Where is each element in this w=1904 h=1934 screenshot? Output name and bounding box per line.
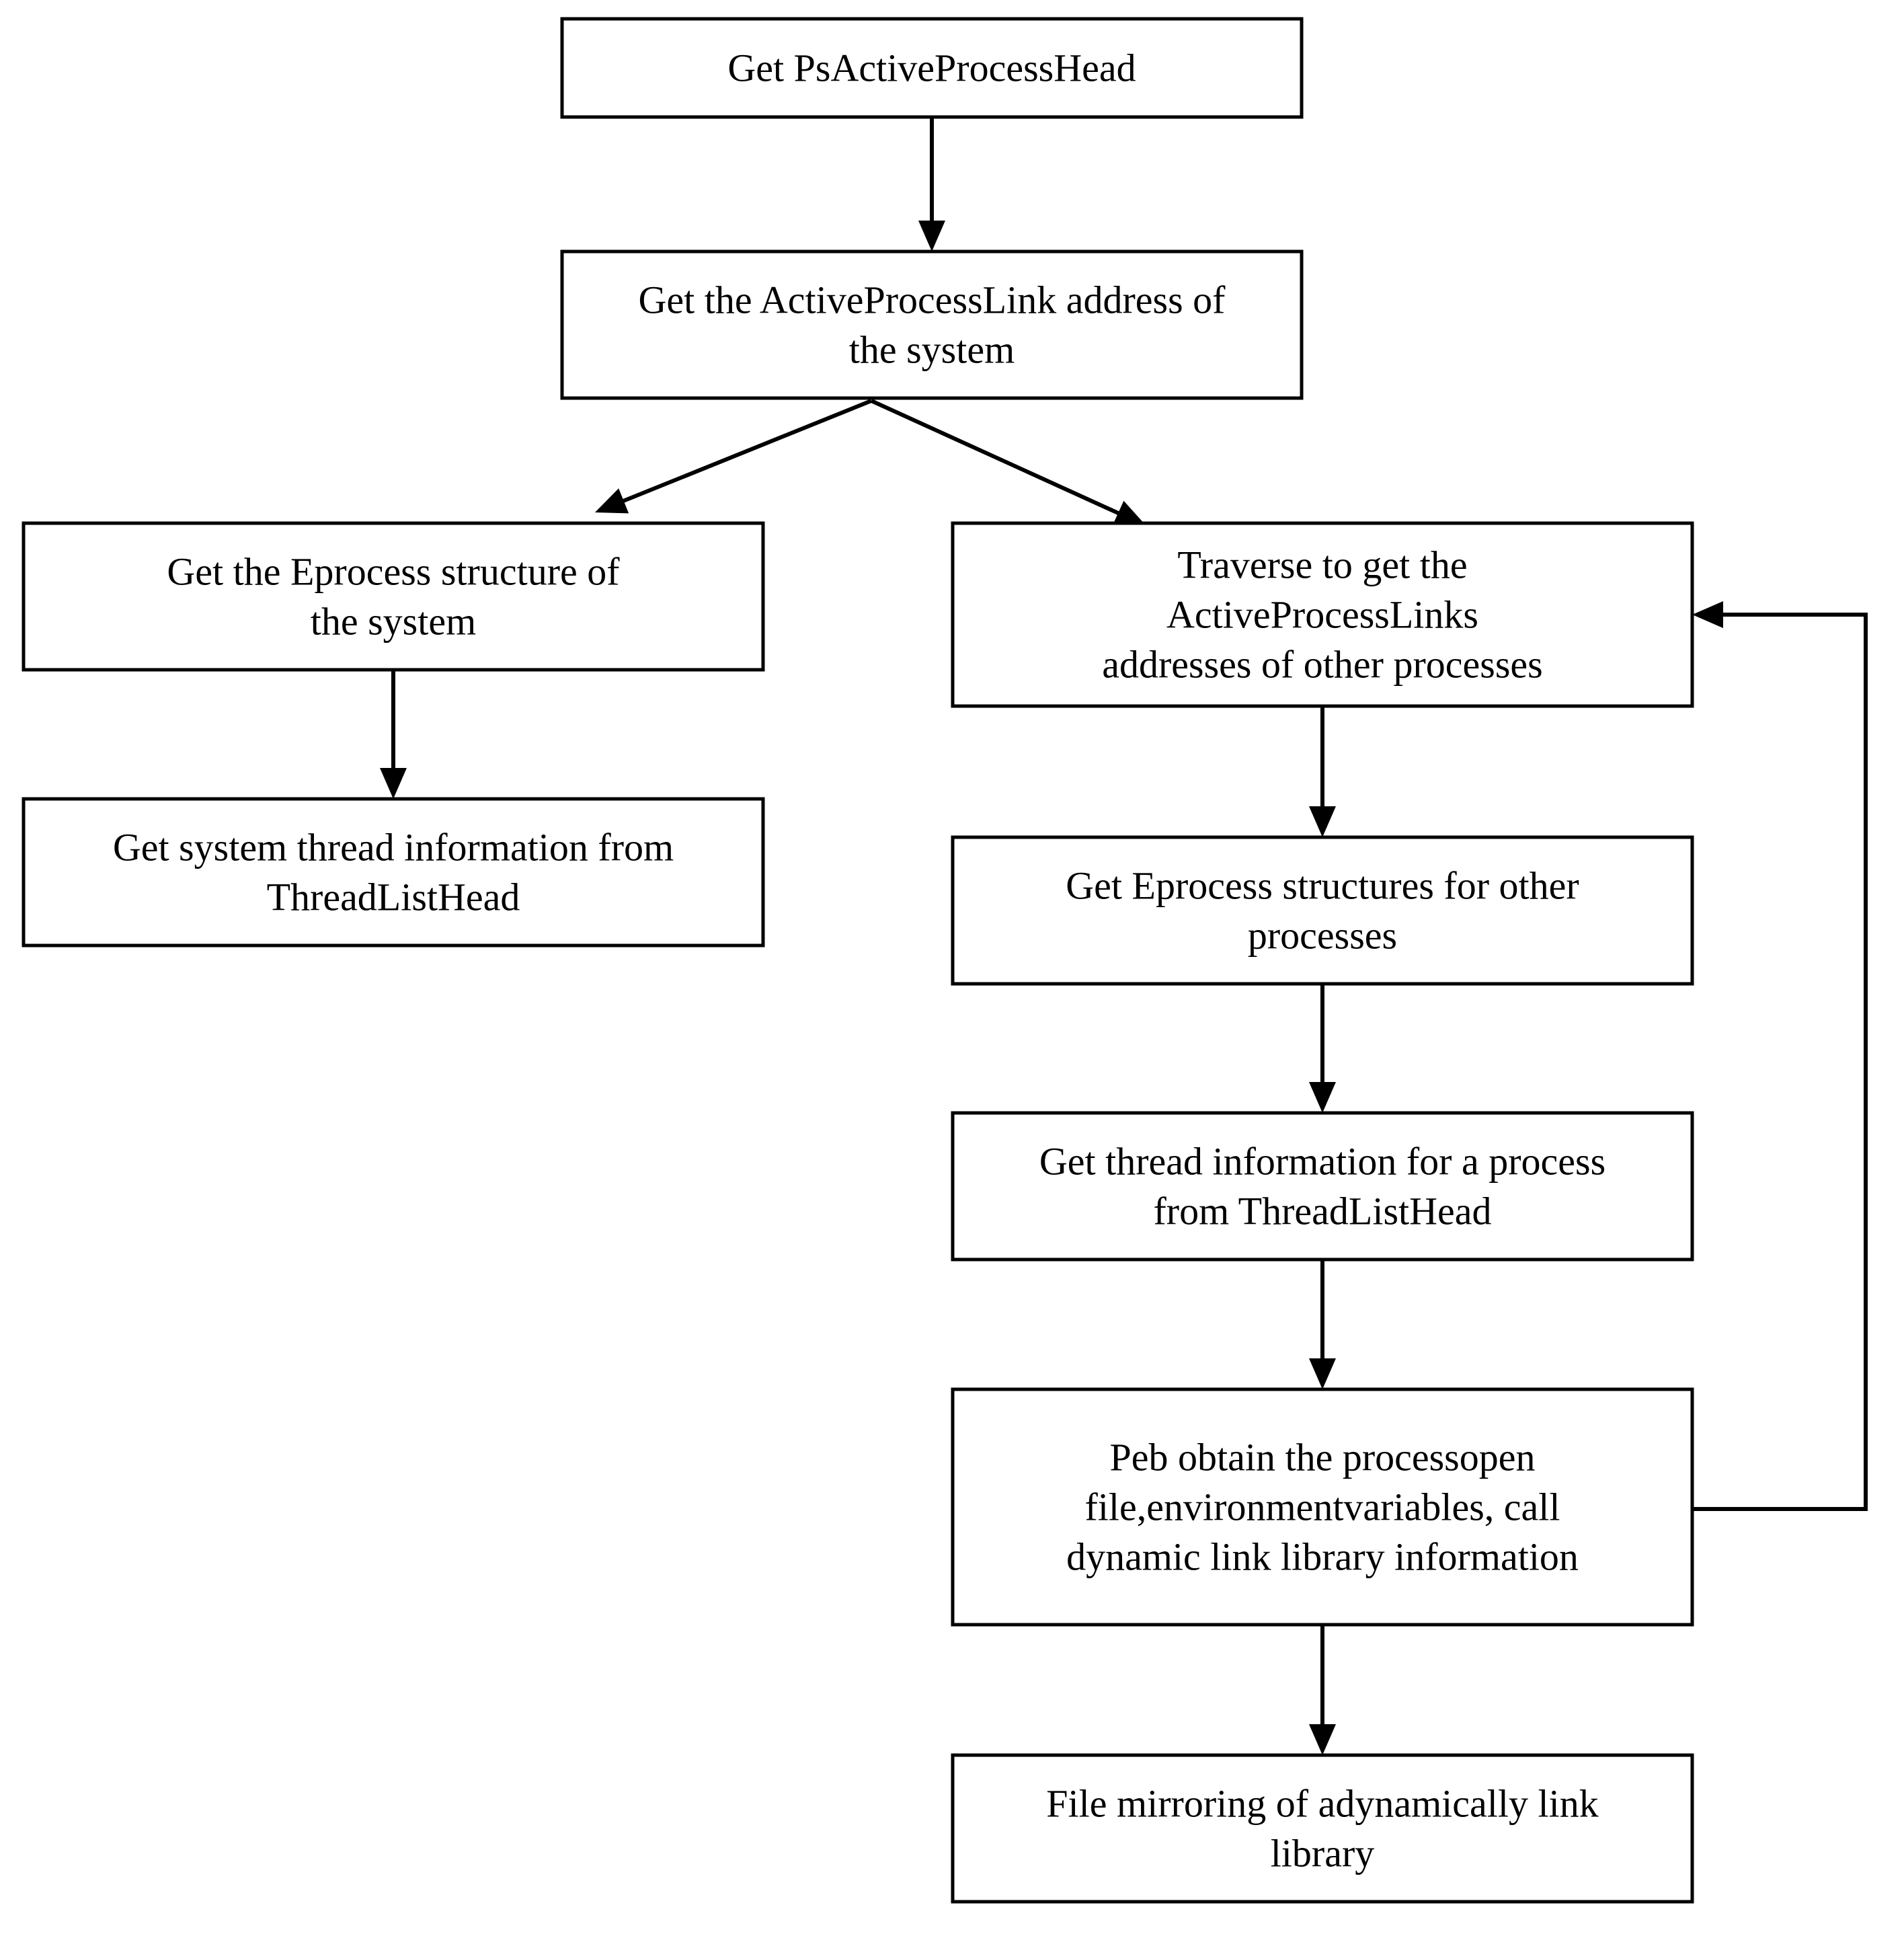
- arrow-head: [595, 488, 629, 514]
- node-label-line: file,environmentvariables, call: [1085, 1485, 1560, 1529]
- arrow-head: [1309, 1082, 1336, 1113]
- edge-n2-to-n3: [595, 399, 873, 514]
- edge-n2-to-n5: [870, 399, 1146, 526]
- flow-node-n6: Get Eprocess structures for other process…: [951, 835, 1694, 986]
- flow-node-n2: Get the ActiveProcessLink address of the …: [560, 249, 1304, 400]
- node-label-line: Get Eprocess structures for other: [1066, 864, 1579, 908]
- edge-n1-to-n2: [918, 117, 945, 252]
- flow-node-n4: Get system thread information fromThread…: [22, 797, 765, 947]
- node-box: [951, 1111, 1694, 1262]
- flow-node-n7: Get thread information for a process from…: [951, 1111, 1694, 1262]
- arrow-head: [1309, 1358, 1336, 1389]
- edge-line: [620, 399, 873, 504]
- node-label-line: Peb obtain the processopen: [1109, 1436, 1535, 1479]
- node-label-line: Get PsActiveProcessHead: [727, 46, 1136, 90]
- node-box: [22, 521, 765, 672]
- node-box: [951, 835, 1694, 986]
- flow-node-n9: File mirroring of adynamically link libra…: [951, 1753, 1694, 1904]
- edge-n5-to-n6: [1309, 706, 1336, 837]
- node-label-line: library: [1271, 1832, 1375, 1875]
- flow-node-n8: Peb obtain the processopen file,environme…: [951, 1387, 1694, 1627]
- edge-n3-to-n4: [380, 670, 407, 799]
- arrow-head: [1309, 1724, 1336, 1755]
- arrow-head: [1309, 806, 1336, 837]
- node-label-line: the system: [311, 600, 476, 644]
- edge-n7-to-n8: [1309, 1260, 1336, 1389]
- node-box: [951, 521, 1694, 708]
- node-label-line: addresses of other processes: [1102, 643, 1543, 687]
- node-label-line: from ThreadListHead: [1153, 1190, 1491, 1233]
- edge-line: [1692, 613, 1868, 1511]
- edge-n8-to-n9: [1309, 1625, 1336, 1755]
- arrow-head: [918, 221, 945, 252]
- node-label-line: the system: [849, 328, 1015, 372]
- flow-node-n1: Get PsActiveProcessHead: [560, 17, 1304, 119]
- edge-line: [870, 399, 1122, 516]
- node-label-line: Get the ActiveProcessLink address of: [638, 278, 1226, 322]
- node-label-line: Get system thread information from: [113, 826, 674, 869]
- node-box: [560, 249, 1304, 400]
- node-label-line: Get the Eprocess structure of: [167, 550, 620, 594]
- arrow-head: [1692, 601, 1723, 628]
- edges: [380, 117, 1868, 1755]
- edge-n6-to-n7: [1309, 984, 1336, 1113]
- node-label-line: File mirroring of adynamically link: [1046, 1782, 1599, 1826]
- arrow-head: [380, 768, 407, 799]
- node-box: [22, 797, 765, 947]
- node-label-line: processes: [1248, 914, 1397, 958]
- node-label-line: ActiveProcessLinks: [1166, 593, 1478, 637]
- node-label-line: dynamic link library information: [1066, 1535, 1579, 1579]
- flow-node-n3: Get the Eprocess structure of the system: [22, 521, 765, 672]
- node-box: [951, 1387, 1694, 1627]
- arrow-head: [1112, 500, 1146, 526]
- node-label-line: Traverse to get the: [1177, 543, 1467, 587]
- edge-n8-to-n5: [1692, 601, 1868, 1511]
- node-box: [951, 1753, 1694, 1904]
- node-label-line: Get thread information for a process: [1039, 1140, 1605, 1184]
- node-box: [560, 17, 1304, 119]
- node-label-line: ThreadListHead: [267, 876, 520, 919]
